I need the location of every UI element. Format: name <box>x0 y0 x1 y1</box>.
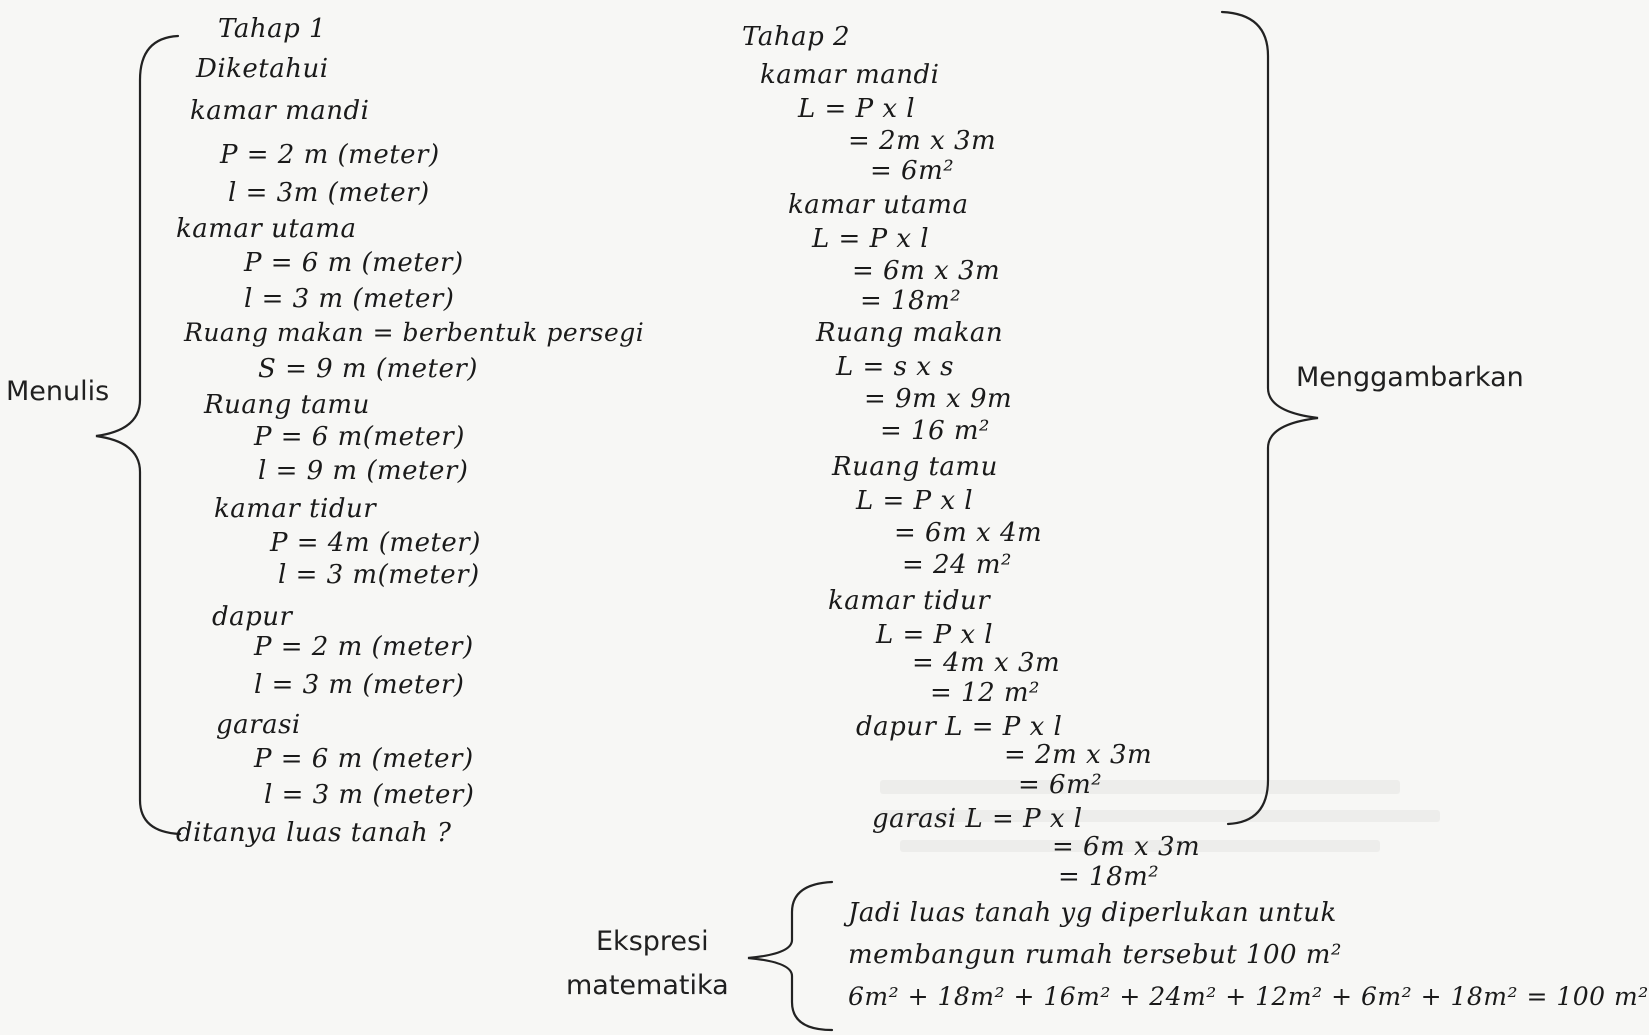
left-line: P = 6 m(meter) <box>254 422 465 452</box>
left-line: Tahap 1 <box>218 14 327 44</box>
left-line: P = 6 m (meter) <box>254 744 474 774</box>
right-line: = 2m x 3m <box>848 126 997 156</box>
right-line: = 18m² <box>1058 862 1160 892</box>
right-line: = 24 m² <box>902 550 1012 580</box>
bleed-through-mark <box>880 780 1400 794</box>
right-line: = 4m x 3m <box>912 648 1061 678</box>
right-line: = 6m x 4m <box>894 518 1043 548</box>
left-line: Diketahui <box>196 54 329 84</box>
right-line: garasi L = P x l <box>872 804 1083 834</box>
left-line: l = 3 m (meter) <box>254 670 465 700</box>
left-line: kamar utama <box>176 214 357 244</box>
left-line: l = 3 m (meter) <box>244 284 455 314</box>
right-line: Ruang makan <box>816 318 1004 348</box>
label-ekspresi: Ekspresi <box>596 926 709 957</box>
left-line: kamar tidur <box>214 494 377 524</box>
right-line: L = P x l <box>798 94 916 124</box>
left-line: l = 3 m(meter) <box>278 560 480 590</box>
right-line: L = P x l <box>812 224 930 254</box>
right-line: = 2m x 3m <box>1004 740 1153 770</box>
bleed-through-mark <box>900 840 1380 852</box>
right-line: = 6m² <box>1018 770 1103 800</box>
left-line: l = 3m (meter) <box>228 178 430 208</box>
right-line: kamar mandi <box>760 60 940 90</box>
left-line: garasi <box>216 710 301 740</box>
right-line: L = P x l <box>876 620 994 650</box>
left-line: ditanya luas tanah ? <box>176 818 452 848</box>
conclusion-line: membangun rumah tersebut 100 m² <box>848 940 1342 970</box>
right-line: = 6m² <box>870 156 955 186</box>
bottom-curly-brace <box>747 880 834 1032</box>
left-line: l = 3 m (meter) <box>264 780 475 810</box>
right-line: kamar tidur <box>828 586 991 616</box>
right-line: = 18m² <box>860 286 962 316</box>
left-line: Ruang makan = berbentuk persegi <box>184 318 645 347</box>
left-line: l = 9 m (meter) <box>258 456 469 486</box>
label-matematika: matematika <box>566 970 729 1001</box>
right-line: = 9m x 9m <box>864 384 1013 414</box>
right-line: Ruang tamu <box>832 452 998 482</box>
right-line: dapur L = P x l <box>856 712 1063 742</box>
conclusion-line: 6m² + 18m² + 16m² + 24m² + 12m² + 6m² + … <box>848 982 1649 1011</box>
right-line: = 6m x 3m <box>1052 832 1201 862</box>
left-line: kamar mandi <box>190 96 370 126</box>
right-line: kamar utama <box>788 190 969 220</box>
label-menggambarkan: Menggambarkan <box>1296 362 1524 393</box>
left-line: P = 2 m (meter) <box>220 140 440 170</box>
conclusion-line: Jadi luas tanah yg diperlukan untuk <box>848 898 1337 928</box>
left-line: P = 2 m (meter) <box>254 632 474 662</box>
right-line: = 12 m² <box>930 678 1040 708</box>
left-line: P = 6 m (meter) <box>244 248 464 278</box>
label-menulis: Menulis <box>6 376 110 407</box>
right-line: Tahap 2 <box>742 22 851 52</box>
right-line: = 6m x 3m <box>852 256 1001 286</box>
left-curly-brace <box>95 34 182 836</box>
left-line: S = 9 m (meter) <box>258 354 478 384</box>
left-line: P = 4m (meter) <box>270 528 481 558</box>
left-line: Ruang tamu <box>204 390 370 420</box>
right-line: L = P x l <box>856 486 974 516</box>
left-line: dapur <box>212 602 293 632</box>
right-line: = 16 m² <box>880 416 990 446</box>
right-curly-brace <box>1220 10 1319 826</box>
right-line: L = s x s <box>836 352 954 382</box>
